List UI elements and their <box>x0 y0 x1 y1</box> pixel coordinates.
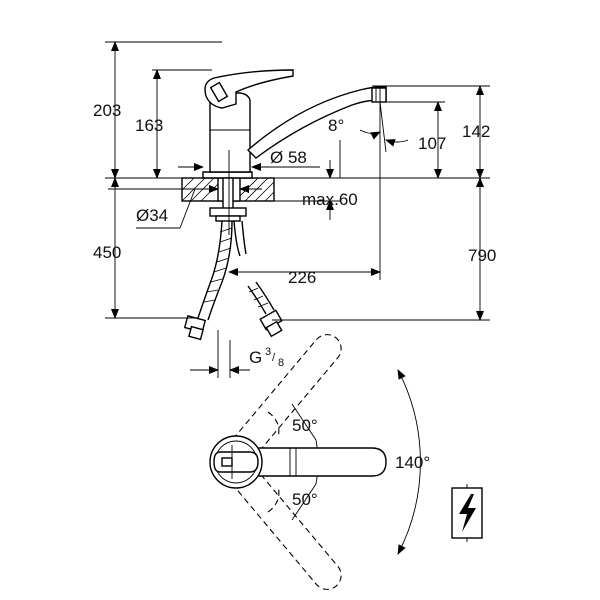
dim-spout-clearance: 107 <box>418 134 446 153</box>
dim-body-height: 163 <box>135 116 163 135</box>
supply-hoses <box>183 220 283 341</box>
dim-hole-diameter: Ø34 <box>136 206 168 225</box>
dim-max-thickness: max.60 <box>302 190 358 209</box>
angle-lower-label: 50° <box>292 490 318 509</box>
dim-hose-length-left: 450 <box>93 243 121 262</box>
mounting-nut <box>209 207 247 217</box>
rotation-arc <box>397 369 421 555</box>
dimension-labels: 203 163 8° 107 142 Ø 58 Ø34 max.60 450 7… <box>93 101 496 369</box>
dim-thread-den: 8 <box>278 357 284 369</box>
lever-rotation-top-view <box>209 334 421 590</box>
faucet-side-view <box>105 69 490 341</box>
dim-thread-slash: / <box>272 352 276 364</box>
dim-spout-reach: 226 <box>288 268 316 287</box>
rotation-labels: 50° 50° 140° <box>292 416 430 509</box>
aerator <box>371 87 387 103</box>
lever-top-view <box>245 447 387 477</box>
dim-thread-prefix: G <box>249 348 262 367</box>
spout <box>246 86 387 159</box>
dim-hose-length-right: 790 <box>468 246 496 265</box>
lever-handle <box>204 69 294 109</box>
lightning-bolt-icon <box>451 484 483 542</box>
dim-base-diameter: Ø 58 <box>270 148 307 167</box>
dim-total-height: 203 <box>93 101 121 120</box>
dim-thread-num: 3 <box>265 346 271 358</box>
angle-upper-label: 50° <box>292 416 318 435</box>
base-rosette <box>202 171 253 179</box>
angle-total-label: 140° <box>395 453 430 472</box>
dimension-lines <box>105 41 490 378</box>
dim-spout-height: 142 <box>462 122 490 141</box>
dim-spout-angle: 8° <box>328 116 344 135</box>
